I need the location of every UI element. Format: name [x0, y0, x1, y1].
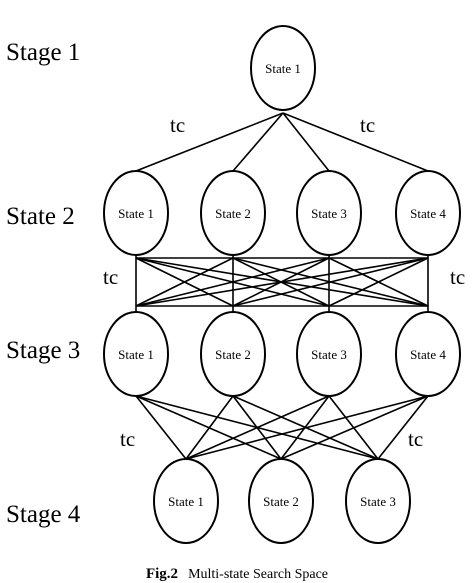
edge-r1-n1-to-r2-n2 [232, 112, 284, 172]
tc-label-row1-left: tc [170, 113, 185, 137]
node-row3-1: State 1 [103, 311, 169, 397]
node-label: State 2 [263, 494, 299, 509]
tc-label-row1-right: tc [360, 113, 375, 137]
edge-r3-n4-to-r4-n2 [280, 395, 429, 460]
node-ellipse [395, 170, 461, 256]
edge-r2-n4-to-r3-n3 [328, 257, 429, 307]
node-row4-3: State 3 [345, 458, 411, 544]
nodes-layer: State 1 State 1 State 2 State 3 State 4 State… [103, 25, 461, 544]
edge-r3-n1-to-r4-n1 [135, 395, 187, 460]
edge-r1-n1-to-r2-n3 [282, 112, 330, 172]
edge-r2-n3-to-r3-n1 [135, 257, 330, 307]
edge-r3-n1-to-r4-n2 [135, 395, 282, 460]
row-label-1: Stage 1 [6, 39, 80, 66]
edge-r2-n4-to-r3-n2 [232, 257, 429, 307]
tc-label-row2-right: tc [450, 265, 465, 289]
node-row2-1: State 1 [103, 170, 169, 256]
node-row2-2: State 2 [200, 170, 266, 256]
edges-layer [135, 112, 429, 460]
node-ellipse [103, 311, 169, 397]
node-ellipse [395, 311, 461, 397]
edge-r2-n2-to-r3-n1 [135, 257, 234, 307]
node-row3-3: State 3 [296, 311, 362, 397]
node-row3-4: State 4 [395, 311, 461, 397]
edge-r3-n4-to-r4-n3 [377, 395, 429, 460]
node-label: State 4 [410, 347, 446, 362]
node-label: State 1 [265, 61, 301, 76]
node-ellipse [200, 311, 266, 397]
node-label: State 3 [311, 206, 347, 221]
row-label-2: State 2 [6, 203, 75, 230]
node-row4-2: State 2 [248, 458, 314, 544]
node-row3-2: State 2 [200, 311, 266, 397]
node-row1-1: State 1 [250, 25, 316, 111]
node-ellipse [345, 458, 411, 544]
node-ellipse [103, 170, 169, 256]
node-ellipse [250, 25, 316, 111]
figure-caption-label: Fig.2 [146, 566, 178, 582]
node-row2-4: State 4 [395, 170, 461, 256]
node-label: State 3 [311, 347, 347, 362]
node-label: State 1 [118, 347, 154, 362]
edge-r1-n1-to-r2-n4 [282, 112, 429, 172]
row-label-3: Stage 3 [6, 337, 80, 364]
node-label: State 4 [410, 206, 446, 221]
node-label: State 1 [168, 494, 204, 509]
tc-label-row2-left: tc [103, 265, 118, 289]
node-ellipse [248, 458, 314, 544]
node-ellipse [153, 458, 219, 544]
node-ellipse [296, 170, 362, 256]
edge-r2-n4-to-r3-n1 [135, 257, 429, 307]
node-ellipse [200, 170, 266, 256]
figure-caption-text: Multi-state Search Space [188, 567, 328, 582]
node-row4-1: State 1 [153, 458, 219, 544]
figure-caption: Fig.2 Multi-state Search Space [146, 565, 328, 582]
edge-r3-n3-to-r4-n1 [185, 395, 330, 460]
edge-r1-n1-to-r2-n1 [135, 112, 284, 172]
tc-label-row3-left: tc [120, 427, 135, 451]
node-label: State 2 [215, 206, 251, 221]
tc-label-row3-right: tc [408, 427, 423, 451]
row-label-4: Stage 4 [6, 501, 81, 528]
node-label: State 1 [118, 206, 154, 221]
edge-r3-n2-to-r4-n1 [185, 395, 234, 460]
node-label: State 2 [215, 347, 251, 362]
edge-r3-n4-to-r4-n1 [185, 395, 429, 460]
node-row2-3: State 3 [296, 170, 362, 256]
node-label: State 3 [360, 494, 396, 509]
node-ellipse [296, 311, 362, 397]
